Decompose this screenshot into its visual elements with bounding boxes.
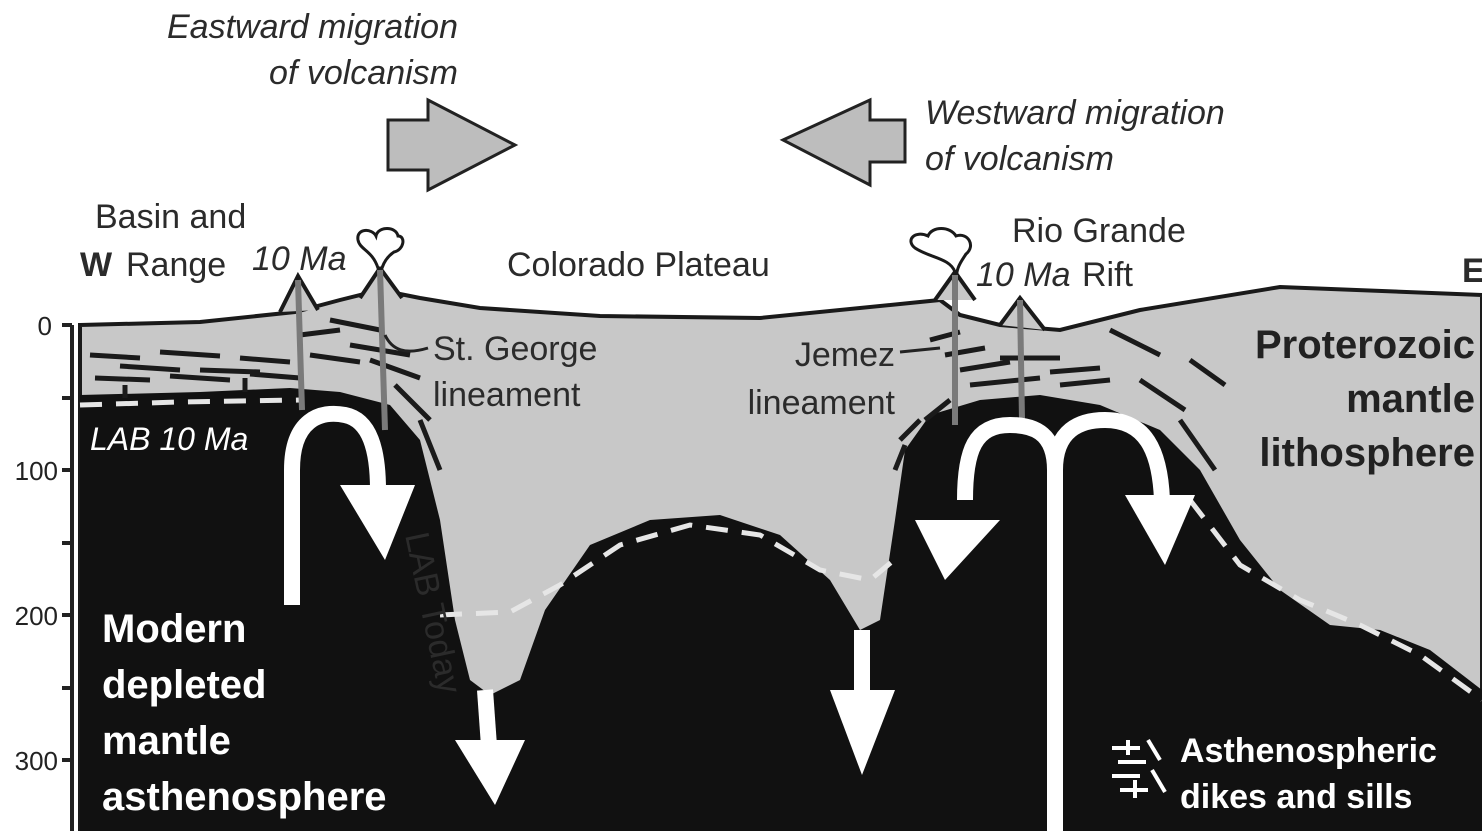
westward-label-line1: Westward migration (925, 94, 1225, 132)
proterozoic-label-line2: mantle (1346, 377, 1475, 421)
modern-label-line1: Modern (102, 607, 246, 651)
modern-label-line3: mantle (102, 719, 231, 763)
stgeorge-label-line2: lineament (433, 376, 581, 414)
rio-grande-label-line2: Rift (1082, 256, 1134, 294)
eruption-plume-right-icon (911, 229, 971, 273)
westward-migration-arrow-icon (783, 100, 905, 185)
east-label: E (1462, 252, 1482, 290)
proterozoic-label-line1: Proterozoic (1255, 323, 1475, 367)
eastward-label-line2: of volcanism (269, 54, 458, 92)
eruption-plume-left-icon (358, 229, 403, 269)
depth-tick-200: 200 (15, 601, 58, 631)
depth-tick-100: 100 (15, 456, 58, 486)
age-10ma-left-label: 10 Ma (252, 240, 347, 278)
west-label: W (80, 246, 113, 284)
colorado-plateau-label: Colorado Plateau (507, 246, 770, 284)
eastward-migration-arrow-icon (388, 100, 515, 190)
rio-grande-label-line1: Rio Grande (1012, 212, 1186, 250)
depth-axis: 0 100 200 300 (15, 311, 72, 831)
modern-label-line2: depleted (102, 663, 266, 707)
jemez-label-line1: Jemez (795, 336, 895, 374)
westward-label-line2: of volcanism (925, 140, 1114, 178)
eastward-label-line1: Eastward migration (167, 8, 458, 46)
age-10ma-right-label: 10 Ma (976, 256, 1071, 294)
basin-range-label-line1: Basin and (95, 198, 246, 236)
jemez-label-line2: lineament (748, 384, 896, 422)
modern-label-line4: asthenosphere (102, 775, 387, 819)
stgeorge-label-line1: St. George (433, 330, 597, 368)
dikes-label-line1: Asthenospheric (1180, 732, 1437, 770)
basin-range-label-line2: Range (126, 246, 226, 284)
depth-tick-300: 300 (15, 746, 58, 776)
proterozoic-label-line3: lithosphere (1259, 431, 1475, 475)
lab-10ma-label: LAB 10 Ma (90, 421, 248, 457)
depth-tick-0: 0 (38, 311, 52, 341)
dikes-label-line2: dikes and sills (1180, 778, 1412, 816)
